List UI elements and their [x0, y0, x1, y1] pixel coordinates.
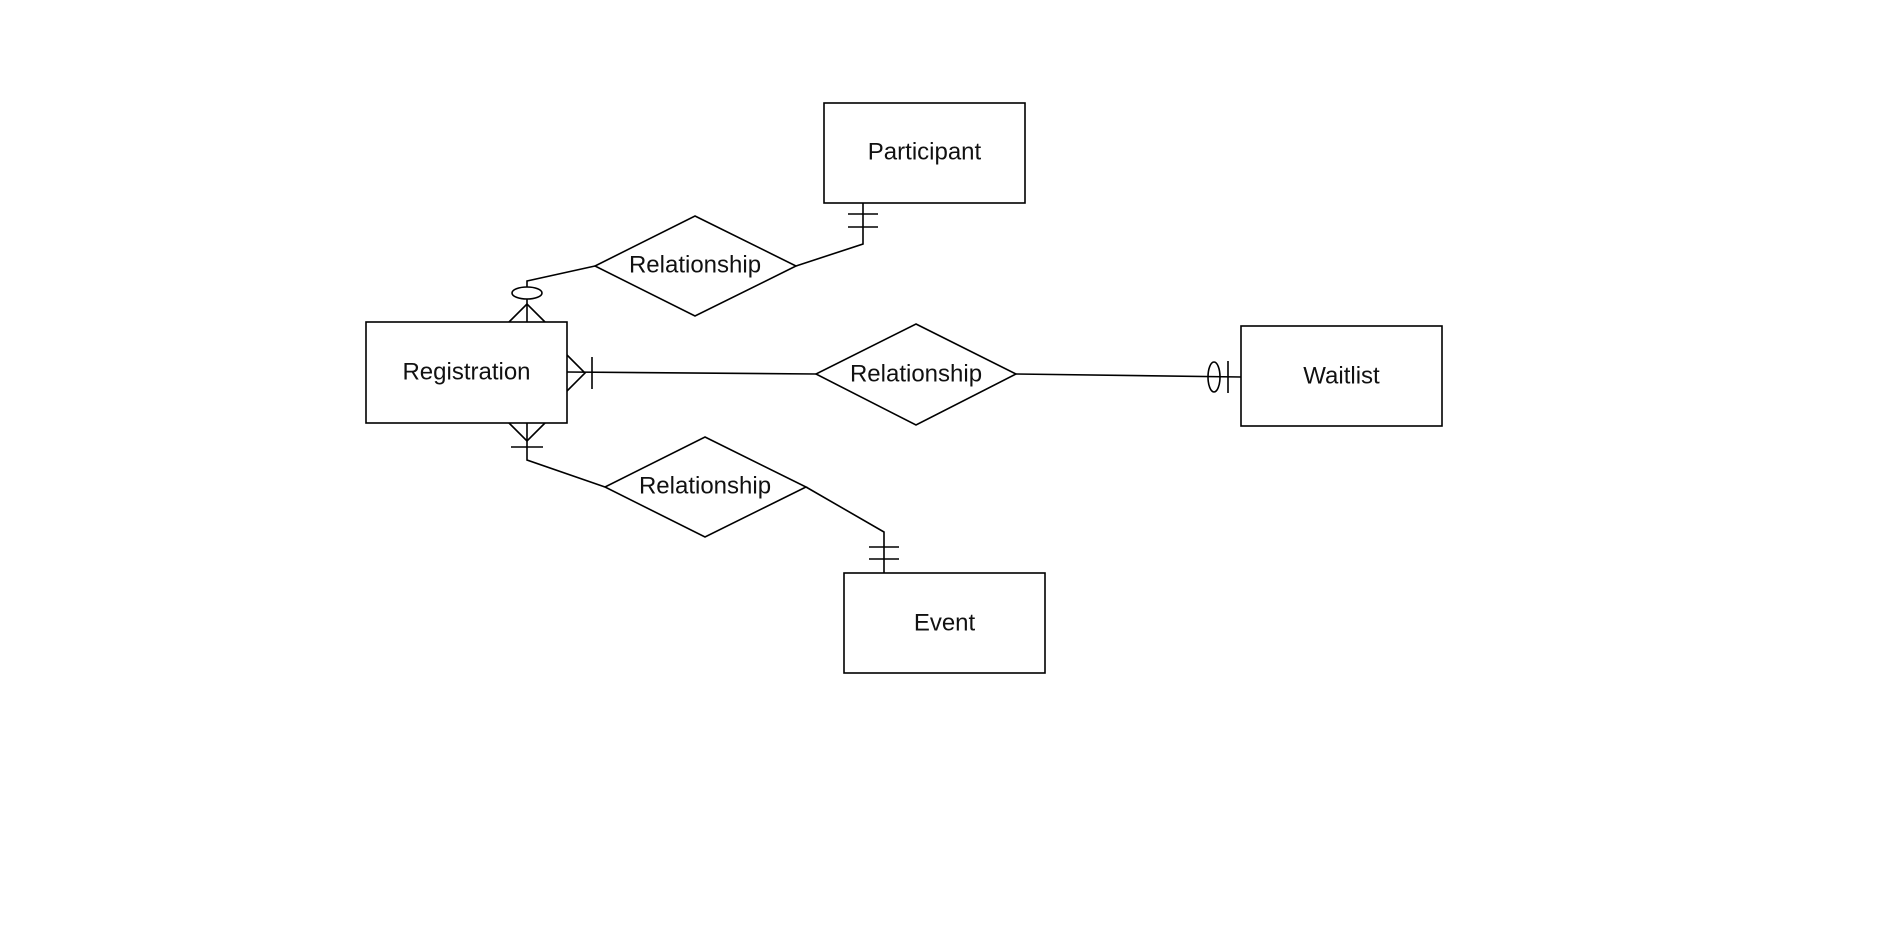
- relationship-registration-event[interactable]: Relationship: [603, 436, 808, 538]
- edge-relationship-3-to-event: [805, 486, 885, 573]
- entity-registration[interactable]: Registration: [365, 321, 568, 424]
- relationship-registration-event-label: Relationship: [639, 472, 771, 499]
- relationship-registration-waitlist-label: Relationship: [850, 360, 982, 387]
- edge-relationship-1-to-participant: [795, 203, 864, 267]
- relationship-participant-registration[interactable]: Relationship: [593, 215, 798, 317]
- entity-waitlist[interactable]: Waitlist: [1240, 325, 1443, 427]
- entity-registration-label: Registration: [402, 358, 530, 385]
- entity-participant[interactable]: Participant: [823, 102, 1026, 204]
- relationship-participant-registration-label: Relationship: [629, 251, 761, 278]
- entity-event[interactable]: Event: [843, 572, 1046, 674]
- cardinality-crowsfoot-registration-bottom: [508, 422, 546, 443]
- connector-registration-participant[interactable]: [508, 203, 878, 323]
- entity-participant-label: Participant: [868, 138, 982, 165]
- edge-registration-to-relationship-3: [526, 423, 606, 488]
- edge-registration-to-relationship-1: [526, 265, 596, 287]
- edge-relationship-2-to-waitlist: [1015, 373, 1242, 378]
- entity-event-label: Event: [914, 609, 976, 636]
- relationship-registration-waitlist[interactable]: Relationship: [814, 323, 1018, 426]
- entity-waitlist-label: Waitlist: [1303, 362, 1380, 389]
- connector-registration-event[interactable]: [508, 422, 899, 573]
- cardinality-zero-circle-registration-top: [511, 286, 543, 300]
- cardinality-crowsfoot-registration-right: [566, 354, 587, 392]
- cardinality-zero-circle-waitlist: [1207, 361, 1221, 393]
- connector-registration-waitlist[interactable]: [566, 354, 1242, 393]
- edge-registration-to-relationship-2: [566, 371, 817, 375]
